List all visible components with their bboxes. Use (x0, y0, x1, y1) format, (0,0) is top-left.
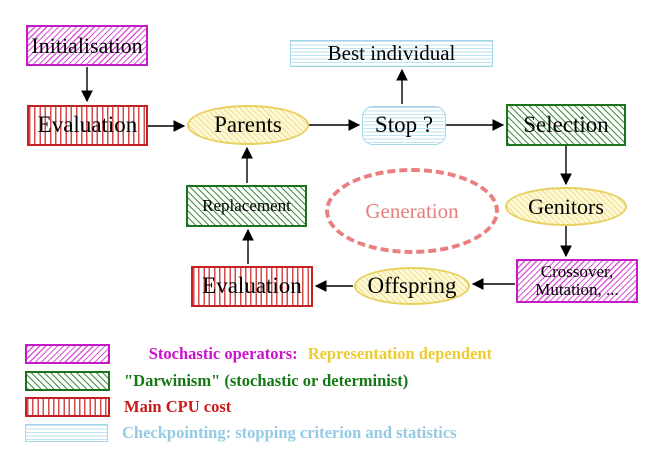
node-stop: Stop ? (362, 106, 446, 145)
node-genitors: Genitors (505, 187, 627, 226)
legend-swatch-checkpointing (25, 424, 108, 442)
legend-checkpointing-text: Checkpointing: stopping criterion and st… (122, 423, 457, 442)
legend-stochastic-text: Stochastic operators: (148, 344, 298, 363)
legend-swatch-stochastic (25, 344, 110, 364)
legend-row-stochastic: Stochastic operators: Representation depe… (25, 344, 492, 364)
node-best-individual: Best individual (290, 40, 493, 67)
legend-swatch-darwinism (25, 371, 110, 391)
node-selection: Selection (506, 104, 626, 146)
legend-cpu-text: Main CPU cost (124, 397, 232, 416)
crossover-line1: Crossover, (540, 262, 614, 282)
legend-label-stochastic: Stochastic operators: Representation depe… (124, 324, 492, 384)
node-replacement: Replacement (186, 185, 307, 227)
legend-swatch-cpu (25, 397, 110, 417)
node-crossover-mutation: Crossover, Mutation, ... (516, 259, 638, 303)
legend-row-checkpointing: Checkpointing: stopping criterion and st… (25, 423, 457, 443)
legend-darwinism-text: "Darwinism" (stochastic or determinist) (124, 371, 409, 390)
legend-row-darwinism: "Darwinism" (stochastic or determinist) (25, 371, 408, 391)
legend-row-cpu: Main CPU cost (25, 397, 231, 417)
node-evaluation-top: Evaluation (27, 105, 148, 146)
node-evaluation-bottom: Evaluation (191, 266, 313, 307)
node-parents: Parents (187, 105, 309, 145)
node-generation: Generation (325, 168, 499, 254)
legend-representation-text: Representation dependent (307, 344, 493, 363)
node-initialisation: Initialisation (26, 25, 148, 66)
crossover-line2: Mutation, ... (535, 280, 619, 299)
node-offspring: Offspring (354, 267, 470, 305)
